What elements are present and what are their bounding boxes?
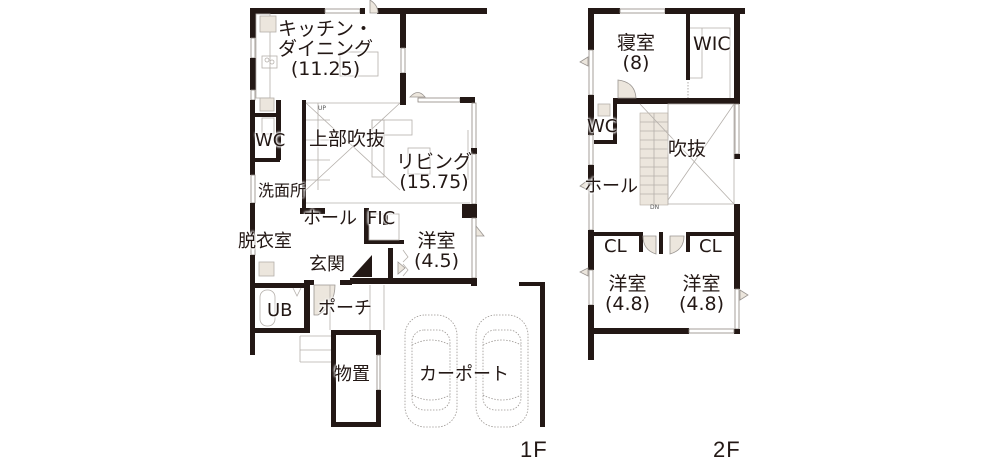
- room-living: リビング (15.75): [396, 151, 473, 193]
- stair-down-marker: DN: [650, 204, 660, 211]
- room-wic: WIC: [693, 33, 731, 55]
- room-hall-1f: ホール: [303, 208, 357, 229]
- floor-2f-details: [579, 27, 749, 301]
- room-wc-2f: WC: [587, 116, 618, 137]
- room-entrance: 玄関: [309, 254, 345, 275]
- room-kitchen-dining-name-1: キッチン・: [278, 18, 374, 40]
- room-western-2f-left-name: 洋室: [608, 273, 647, 295]
- room-kitchen-dining-name-2: ダイニング: [278, 37, 374, 60]
- floor-label-2f: 2F: [713, 437, 741, 462]
- room-wc-1f: WC: [255, 130, 286, 151]
- room-western-2f-left: 洋室 (4.8): [605, 273, 651, 315]
- room-closet-right: CL: [699, 236, 722, 257]
- floor-1f-walls: [250, 8, 545, 427]
- room-western-2f-right-name: 洋室: [682, 273, 721, 295]
- room-porch: ポーチ: [318, 298, 372, 319]
- room-washroom: 洗面所: [258, 181, 307, 200]
- room-kitchen-dining: キッチン・ ダイニング (11.25): [278, 18, 374, 80]
- room-bedroom-size: (8): [622, 51, 650, 74]
- room-hall-2f: ホール: [584, 176, 638, 197]
- room-western-2f-left-size: (4.8): [605, 292, 651, 315]
- stair-up-marker: UP: [318, 105, 327, 112]
- room-western-2f-right-size: (4.8): [679, 292, 725, 315]
- floor-label-1f: 1F: [520, 437, 548, 462]
- room-atrium: 吹抜: [668, 138, 707, 160]
- room-storage: 物置: [334, 364, 370, 385]
- room-living-name: リビング: [396, 151, 473, 173]
- room-western-1f-name: 洋室: [417, 230, 456, 252]
- room-western-1f-size: (4.5): [414, 249, 460, 272]
- room-bedroom: 寝室 (8): [617, 32, 656, 74]
- floor-1f-details: [255, 0, 529, 428]
- room-western-1f: 洋室 (4.5): [414, 230, 460, 272]
- room-living-size: (15.75): [399, 170, 469, 193]
- room-western-2f-right: 洋室 (4.8): [679, 273, 725, 315]
- room-closet-left: CL: [604, 236, 627, 257]
- room-bedroom-name: 寝室: [617, 32, 656, 54]
- room-carport: カーポート: [419, 364, 509, 385]
- car-icon-left: [404, 314, 458, 428]
- floor-2f-walls: [588, 8, 745, 360]
- room-open-above: 上部吹抜: [309, 128, 386, 150]
- room-fic: FIC: [367, 208, 396, 229]
- room-dressing: 脱衣室: [238, 231, 292, 252]
- room-kitchen-dining-size: (11.25): [290, 57, 361, 80]
- room-unit-bath: UB: [267, 300, 293, 321]
- car-icon-right: [475, 314, 529, 428]
